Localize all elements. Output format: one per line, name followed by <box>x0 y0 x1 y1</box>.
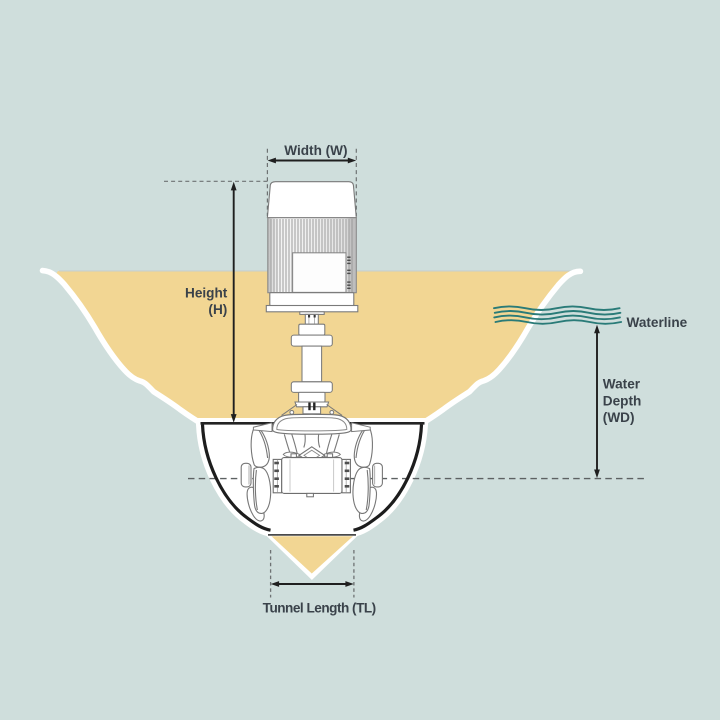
svg-text:Water: Water <box>603 377 641 392</box>
svg-text:Tunnel Length (TL): Tunnel Length (TL) <box>263 600 376 615</box>
svg-text:Width (W): Width (W) <box>284 143 347 158</box>
svg-text:(H): (H) <box>208 302 227 317</box>
svg-text:Waterline: Waterline <box>627 315 688 330</box>
svg-text:(WD): (WD) <box>603 410 635 425</box>
svg-text:Depth: Depth <box>603 393 642 408</box>
svg-text:Height: Height <box>185 286 228 301</box>
